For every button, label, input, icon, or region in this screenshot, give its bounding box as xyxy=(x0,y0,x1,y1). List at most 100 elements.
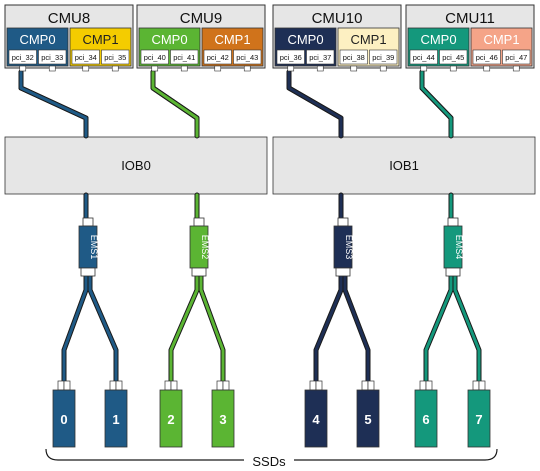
pci-slot xyxy=(71,49,100,65)
cmu-title: CMU8 xyxy=(48,10,91,27)
ems-label: EMS4 xyxy=(454,235,464,260)
ems-to-ssd-cable-outline xyxy=(342,265,371,385)
pci-slot xyxy=(8,49,37,65)
ems-module-ems3: EMS3 xyxy=(333,217,354,277)
ems-to-ssd-cable xyxy=(314,266,343,384)
iob-label: IOB1 xyxy=(389,158,419,173)
pci-slot-label: pci_34 xyxy=(75,53,97,62)
ssds-caption: SSDs xyxy=(252,454,286,469)
ems-to-ssd-cable xyxy=(199,266,225,384)
pci-connector xyxy=(449,65,457,72)
ssd-number: 1 xyxy=(112,412,119,427)
pci-connector xyxy=(350,65,358,72)
ssd-body xyxy=(304,389,328,448)
pci-slot-label: pci_39 xyxy=(372,53,394,62)
ssd-body xyxy=(211,389,235,448)
pci-slot-label: pci_45 xyxy=(442,53,464,62)
pci-connector xyxy=(19,65,27,72)
cmu-title: CMU10 xyxy=(312,10,363,27)
ssd-connector xyxy=(222,380,230,391)
pci-slot-label: pci_44 xyxy=(413,53,435,62)
pci-slot xyxy=(38,49,67,65)
pci-slot-label: pci_33 xyxy=(41,53,63,62)
cmp0-block: CMP0 pci_40 pci_41 xyxy=(138,27,201,72)
pci-connector xyxy=(214,65,222,72)
pci-slot-label: pci_40 xyxy=(144,53,166,62)
ems-bottom-connector xyxy=(80,267,96,277)
ems-to-ssd-cable-outline xyxy=(87,265,119,385)
ssd-3: 3 xyxy=(211,380,235,448)
cmp0-label: CMP0 xyxy=(19,32,55,47)
ssd-body xyxy=(356,389,380,448)
pci-slot xyxy=(439,49,468,65)
ssd-connector xyxy=(115,380,123,391)
pci-slot-label: pci_41 xyxy=(173,53,195,62)
ems-top-connector xyxy=(193,217,205,227)
ssd-connector xyxy=(57,380,65,391)
pci-slot xyxy=(472,49,501,65)
pci-slot-label: pci_36 xyxy=(280,53,302,62)
pci-slot-label: pci_35 xyxy=(104,53,126,62)
pci-connector xyxy=(420,65,428,72)
ems-to-ssd-cable xyxy=(169,266,199,384)
ems-to-ssd-cable xyxy=(453,266,481,384)
ssd-connector xyxy=(164,380,172,391)
ssd-4: 4 xyxy=(304,380,328,448)
ssd-number: 4 xyxy=(312,412,320,427)
pci-connector xyxy=(48,65,56,72)
cmp0-label: CMP0 xyxy=(420,32,456,47)
cmu-to-ems-cable-top xyxy=(151,70,199,138)
ems-top-connector xyxy=(447,217,459,227)
cmp0-label: CMP0 xyxy=(287,32,323,47)
ssd-6: 6 xyxy=(414,380,438,448)
pci-slot-label: pci_42 xyxy=(207,53,229,62)
pci-slot xyxy=(101,49,130,65)
ems-to-ssd-cable xyxy=(343,266,370,384)
cmu-to-ems-cable-top xyxy=(287,70,343,138)
iob-box-iob1 xyxy=(272,136,536,195)
cmu-title: CMU9 xyxy=(180,10,223,27)
cables-front xyxy=(18,69,482,385)
ems-bottom-connector xyxy=(191,267,207,277)
pci-slot xyxy=(306,49,335,65)
pci-connector xyxy=(82,65,90,72)
ems-to-ssd-cable-outline xyxy=(168,265,200,385)
ssd-2: 2 xyxy=(159,380,183,448)
ssd-connector xyxy=(419,380,427,391)
cmp1-block: CMP1 pci_34 pci_35 xyxy=(69,27,132,72)
pci-slot xyxy=(233,49,262,65)
ssd-number: 0 xyxy=(60,412,67,427)
pci-slot xyxy=(170,49,199,65)
ems-top-connector xyxy=(337,217,349,227)
pci-connector xyxy=(243,65,251,72)
ems-to-ssd-cable xyxy=(424,266,453,384)
ems-to-ssd-cable-outline xyxy=(198,265,226,385)
cmp1-label: CMP1 xyxy=(82,32,118,47)
cmp1-label: CMP1 xyxy=(483,32,519,47)
pci-connector xyxy=(111,65,119,72)
ssd-connector xyxy=(425,380,433,391)
ssd-connector xyxy=(472,380,480,391)
ems-label: EMS2 xyxy=(200,235,210,260)
pci-connector xyxy=(180,65,188,72)
ssd-connector xyxy=(478,380,486,391)
ssd-5: 5 xyxy=(356,380,380,448)
cmp0-label: CMP0 xyxy=(151,32,187,47)
ssd-body xyxy=(104,389,128,448)
cmp0-block: CMP0 pci_44 pci_45 xyxy=(407,27,470,72)
iob-layer: IOB0 IOB1 xyxy=(4,136,536,195)
ssd-connector xyxy=(109,380,117,391)
pci-slot-label: pci_43 xyxy=(236,53,258,62)
iob-label: IOB0 xyxy=(121,158,151,173)
pci-connector xyxy=(483,65,491,72)
ems-module-ems1: EMS1 xyxy=(78,217,99,277)
